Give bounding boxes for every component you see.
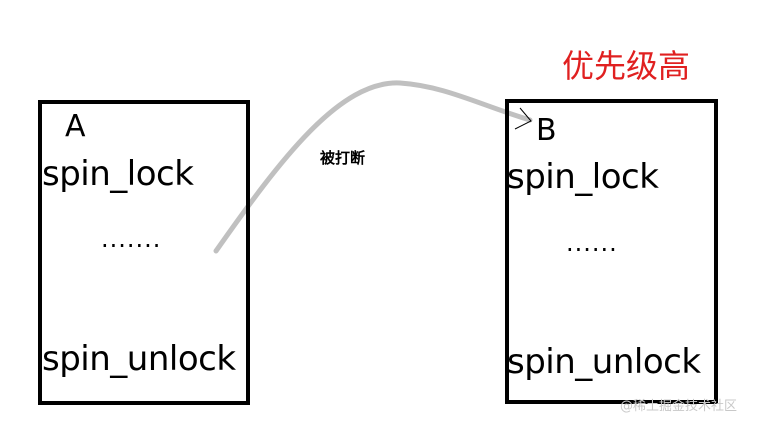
process-a-box (38, 100, 250, 405)
watermark: @稀土掘金技术社区 (620, 399, 738, 414)
process-b-box (505, 99, 718, 404)
process-b-spin-unlock: spin_unlock (507, 342, 701, 382)
process-a-spin-unlock: spin_unlock (42, 339, 236, 379)
process-a-spin-lock: spin_lock (42, 154, 194, 194)
process-a-label: A (65, 109, 86, 144)
priority-note: 优先级高 (562, 47, 691, 85)
process-b-ellipsis: ...... (566, 229, 618, 257)
arrow-head-icon (514, 107, 532, 130)
process-b-label: B (536, 113, 557, 148)
process-b-spin-lock: spin_lock (507, 157, 659, 197)
arrow-label: 被打断 (320, 149, 366, 167)
interrupt-arrow-curve (213, 80, 533, 254)
process-a-ellipsis: ....... (101, 225, 162, 253)
